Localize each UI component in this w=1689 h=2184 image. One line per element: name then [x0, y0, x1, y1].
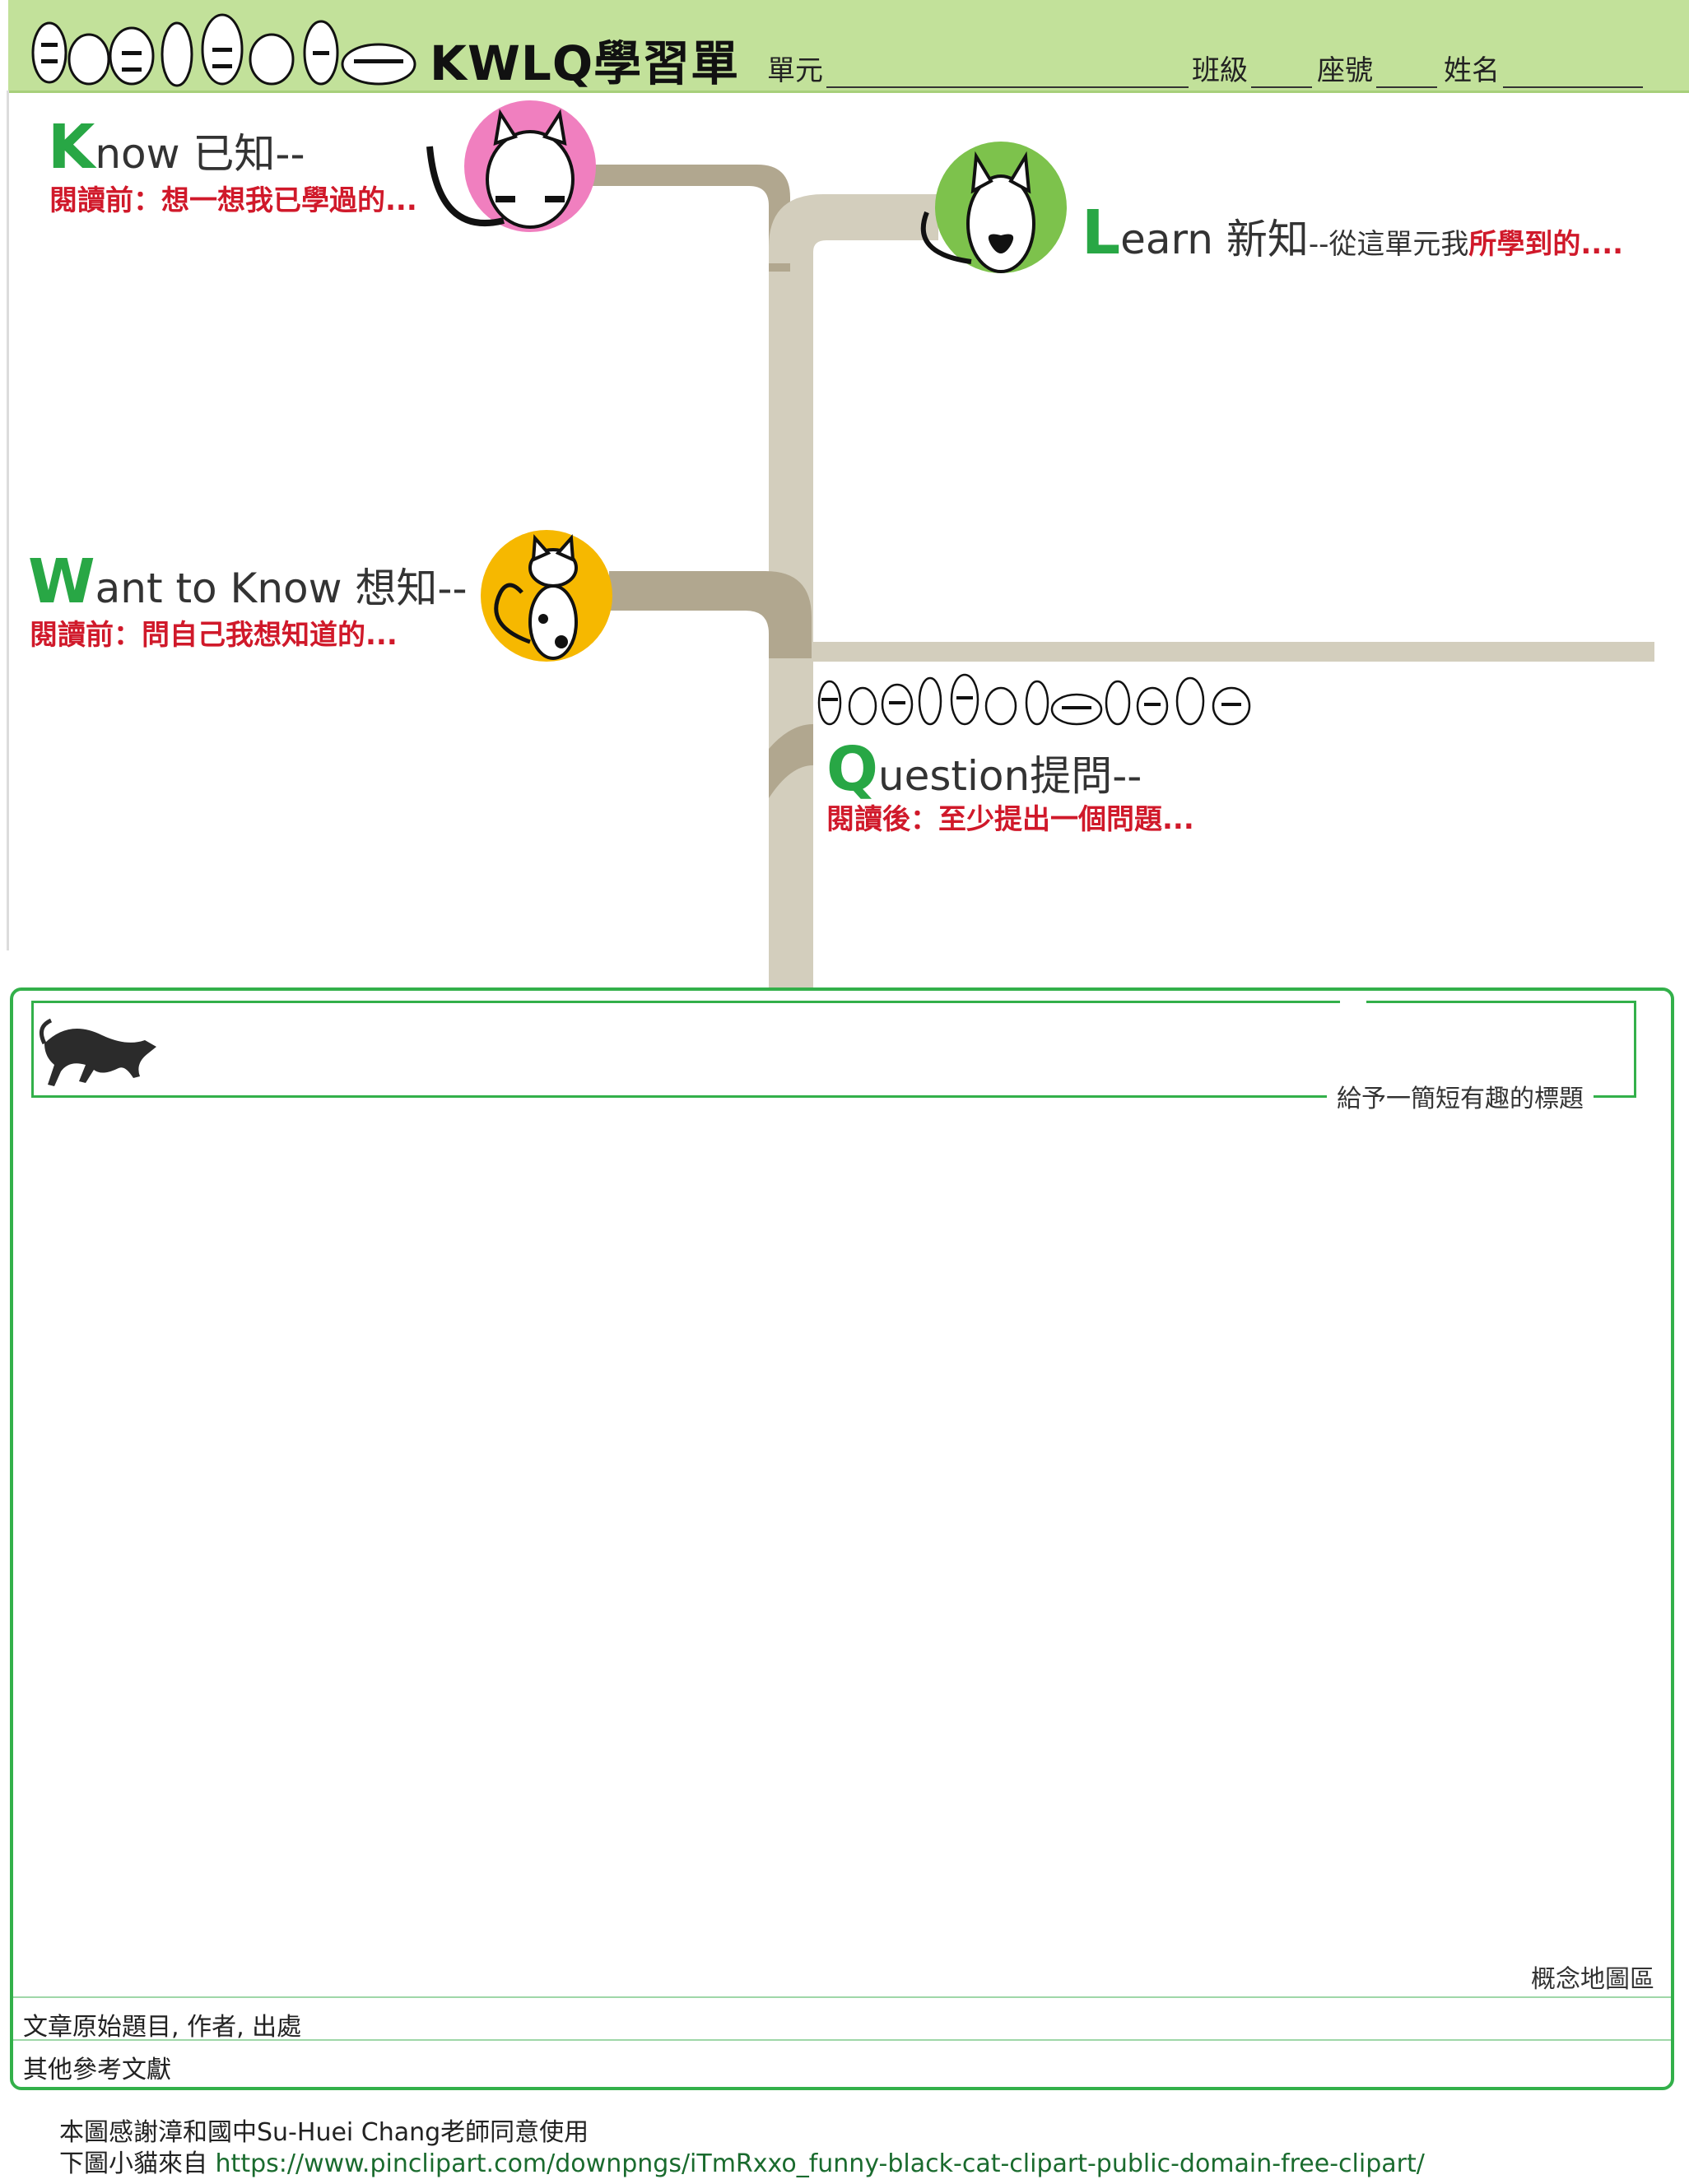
- credit-url-prefix: 下圖小貓來自: [59, 2149, 216, 2178]
- learn-heading: Learn 新知--從這單元我所學到的....: [1082, 197, 1623, 268]
- references-label[interactable]: 其他參考文獻: [23, 2056, 171, 2084]
- title-box-top-edge: [31, 1001, 1340, 1003]
- learn-title: earn 新知: [1120, 216, 1309, 263]
- source-divider: [13, 1996, 1671, 1998]
- name-blank[interactable]: [1503, 55, 1643, 88]
- pipe-question: [813, 642, 1654, 662]
- know-prompt: 閱讀前：想一想我已學過的...: [49, 184, 417, 217]
- class-label: 班級: [1192, 54, 1248, 87]
- pipe-know: [593, 165, 790, 272]
- question-letter: Q: [826, 734, 878, 805]
- credit-url-link[interactable]: https://www.pinclipart.com/downpngs/iTmR…: [215, 2149, 1425, 2178]
- pipe-question-joint: [769, 724, 813, 798]
- pink-cat-icon: [426, 100, 596, 232]
- refs-divider: [13, 2039, 1671, 2041]
- concept-map-label: 概念地圖區: [1531, 1965, 1654, 1994]
- green-cat-icon: [920, 142, 1067, 273]
- know-letter: K: [48, 112, 95, 183]
- learn-letter: L: [1082, 197, 1121, 268]
- cat-strip-icon-small: [817, 673, 1251, 726]
- want-letter: W: [28, 546, 95, 617]
- concept-map-area[interactable]: [10, 987, 1674, 2090]
- yellow-cat-icon: [481, 530, 612, 662]
- title-input-box[interactable]: [31, 1001, 1636, 1098]
- learn-dash-text: --從這單元我: [1308, 228, 1469, 261]
- know-title: now 已知--: [95, 130, 305, 178]
- question-heading: Question提問--: [826, 734, 1142, 805]
- want-prompt: 閱讀前：問自己我想知道的...: [30, 619, 398, 652]
- pipe-connectors: [593, 165, 1654, 987]
- learn-prompt: 所學到的....: [1468, 228, 1624, 261]
- want-heading: Want to Know 想知--: [28, 546, 467, 617]
- want-title: ant to Know 想知--: [95, 565, 468, 612]
- know-heading: Know 已知--: [48, 112, 305, 183]
- credit-line: 本圖感謝漳和國中Su-Huei Chang老師同意使用: [59, 2118, 589, 2147]
- class-field[interactable]: 班級: [1192, 48, 1312, 88]
- seat-label: 座號: [1317, 54, 1373, 87]
- name-label: 姓名: [1444, 54, 1500, 87]
- cat-strip-icon: [31, 13, 416, 87]
- title-hint: 給予一簡短有趣的標題: [1327, 1078, 1594, 1114]
- title-box-top-edge-right: [1366, 1001, 1636, 1003]
- unit-blank[interactable]: [826, 55, 1189, 88]
- question-title: uestion提問--: [877, 752, 1142, 800]
- source-label[interactable]: 文章原始題目, 作者, 出處: [23, 2013, 302, 2042]
- class-blank[interactable]: [1251, 55, 1312, 88]
- seat-blank[interactable]: [1376, 55, 1437, 88]
- credit-url-line: 下圖小貓來自 https://www.pinclipart.com/downpn…: [59, 2143, 1425, 2179]
- unit-field[interactable]: 單元: [767, 48, 1189, 88]
- seat-field[interactable]: 座號: [1317, 48, 1437, 88]
- unit-label: 單元: [767, 54, 823, 87]
- name-field[interactable]: 姓名: [1444, 48, 1643, 88]
- pipe-want: [609, 571, 812, 658]
- question-prompt: 閱讀後：至少提出一個問題...: [826, 803, 1194, 836]
- left-divider: [7, 91, 9, 950]
- black-cat-icon: [39, 1018, 156, 1086]
- pipe-learn: [769, 194, 938, 263]
- page-title: KWLQ學習單: [430, 35, 740, 91]
